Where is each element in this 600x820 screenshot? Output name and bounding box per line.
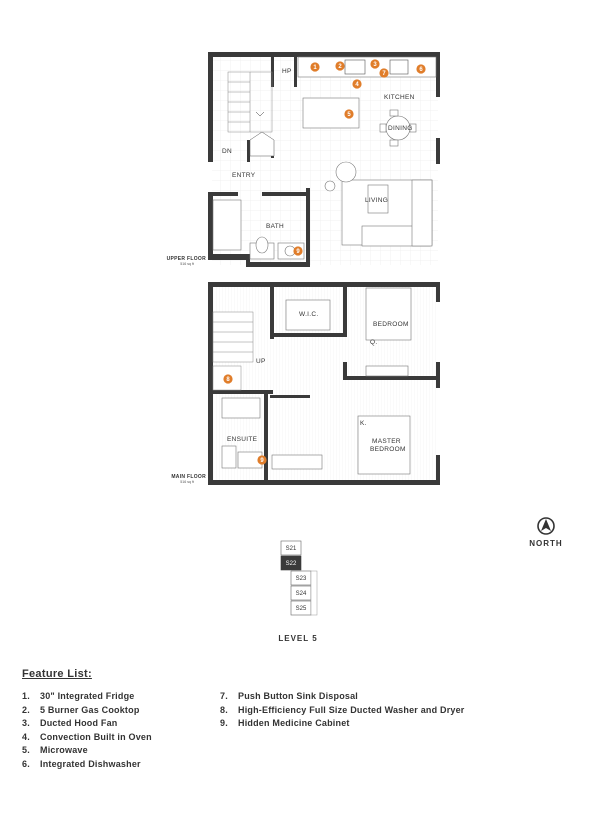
- feature-item: 5.Microwave: [22, 745, 88, 756]
- feature-item: 6.Integrated Dishwasher: [22, 758, 141, 769]
- badge-text-7: 7: [382, 71, 386, 77]
- room-label-ensuite: ENSUITE: [227, 436, 258, 443]
- unit-label-s22: S22: [286, 561, 297, 567]
- dining-table: [379, 109, 417, 147]
- main-floor-label: MAIN FLOOR: [171, 474, 206, 480]
- upper-badges: 1 2 3 4 5 6 7 9: [293, 59, 426, 256]
- badge-text-4: 4: [355, 82, 359, 88]
- living-furniture: [324, 161, 433, 247]
- room-label-kitchen: KITCHEN: [384, 94, 415, 101]
- room-label-master-2: BEDROOM: [370, 446, 406, 453]
- badge-9-main: [257, 455, 267, 465]
- north-label: NORTH: [529, 539, 562, 548]
- unit-s21: [280, 540, 302, 556]
- main-stair: [212, 311, 254, 391]
- feature-column-left: 1.30" Integrated Fridge 2.5 Burner Gas C…: [22, 690, 152, 772]
- floor-plan: HP KITCHEN DINING DN ENTRY LIVING BATH 1…: [167, 52, 562, 643]
- main-walls: [208, 282, 440, 485]
- unit-label-s25: S25: [296, 606, 307, 612]
- badge-5: [344, 109, 354, 119]
- feature-column-right: 7.Push Button Sink Disposal 8.High-Effic…: [220, 690, 465, 731]
- badge-text-3: 3: [373, 62, 377, 68]
- feature-item: 3.Ducted Hood Fan: [22, 718, 118, 729]
- badge-2: [335, 61, 345, 71]
- feature-item: 2.5 Burner Gas Cooktop: [22, 704, 140, 715]
- room-label-up: UP: [256, 358, 266, 365]
- badge-text-6: 6: [419, 67, 423, 73]
- room-label-bath: BATH: [266, 223, 284, 230]
- badge-4: [352, 79, 362, 89]
- badge-9-upper: [293, 246, 303, 256]
- badge-6: [416, 64, 426, 74]
- upper-stair: [227, 71, 275, 157]
- north-compass: NORTH: [529, 517, 562, 548]
- room-label-master-1: MASTER: [372, 438, 401, 445]
- unit-label-s23: S23: [296, 576, 307, 582]
- room-label-entry: ENTRY: [232, 172, 256, 179]
- unit-label-s24: S24: [296, 591, 307, 597]
- room-label-living: LIVING: [365, 197, 388, 204]
- bedroom-furniture: [221, 287, 412, 475]
- unit-s22-selected: [280, 555, 302, 571]
- upper-floor-label: UPPER FLOOR: [167, 256, 207, 262]
- upper-floor-plan: HP KITCHEN DINING DN ENTRY LIVING BATH 1…: [167, 52, 440, 267]
- room-label-dining: DINING: [388, 125, 413, 132]
- room-label-k: K.: [360, 420, 367, 427]
- badge-text-5: 5: [347, 112, 351, 118]
- north-arrow-icon: [537, 517, 555, 535]
- room-label-dn: DN: [222, 148, 232, 155]
- feature-item: 4.Convection Built in Oven: [22, 731, 152, 742]
- main-floor-area: 516 sq ft: [180, 480, 194, 484]
- feature-item: 9.Hidden Medicine Cabinet: [220, 718, 350, 729]
- feature-list: Feature List: 1.30" Integrated Fridge 2.…: [22, 668, 582, 769]
- main-floor-plan: W.I.C. BEDROOM Q. UP ENSUITE K. MASTER B…: [171, 282, 440, 485]
- feature-item: 7.Push Button Sink Disposal: [220, 691, 359, 701]
- badge-text-1: 1: [313, 65, 317, 71]
- key-plan: S21 S22 S23 S24 S25 LEVEL 5: [278, 540, 318, 643]
- badge-text-2: 2: [338, 64, 342, 70]
- badge-1: [310, 62, 320, 72]
- badge-text-9-main: 9: [260, 458, 264, 464]
- upper-floor-area: 516 sq ft: [180, 262, 194, 266]
- room-label-wic: W.I.C.: [299, 311, 319, 318]
- feature-item: 1.30" Integrated Fridge: [22, 691, 135, 701]
- room-label-q: Q.: [370, 339, 377, 346]
- room-label-hp: HP: [282, 68, 292, 75]
- feature-item: 8.High-Efficiency Full Size Ducted Washe…: [220, 704, 465, 715]
- badge-text-8: 8: [226, 377, 230, 383]
- badge-8: [223, 374, 233, 384]
- room-label-bedroom: BEDROOM: [373, 321, 409, 328]
- badge-7: [379, 68, 389, 78]
- badge-text-9-upper: 9: [296, 249, 300, 255]
- unit-label-s21: S21: [286, 546, 297, 552]
- badge-3: [370, 59, 380, 69]
- level-label: LEVEL 5: [278, 634, 317, 643]
- feature-list-title: Feature List:: [22, 668, 92, 680]
